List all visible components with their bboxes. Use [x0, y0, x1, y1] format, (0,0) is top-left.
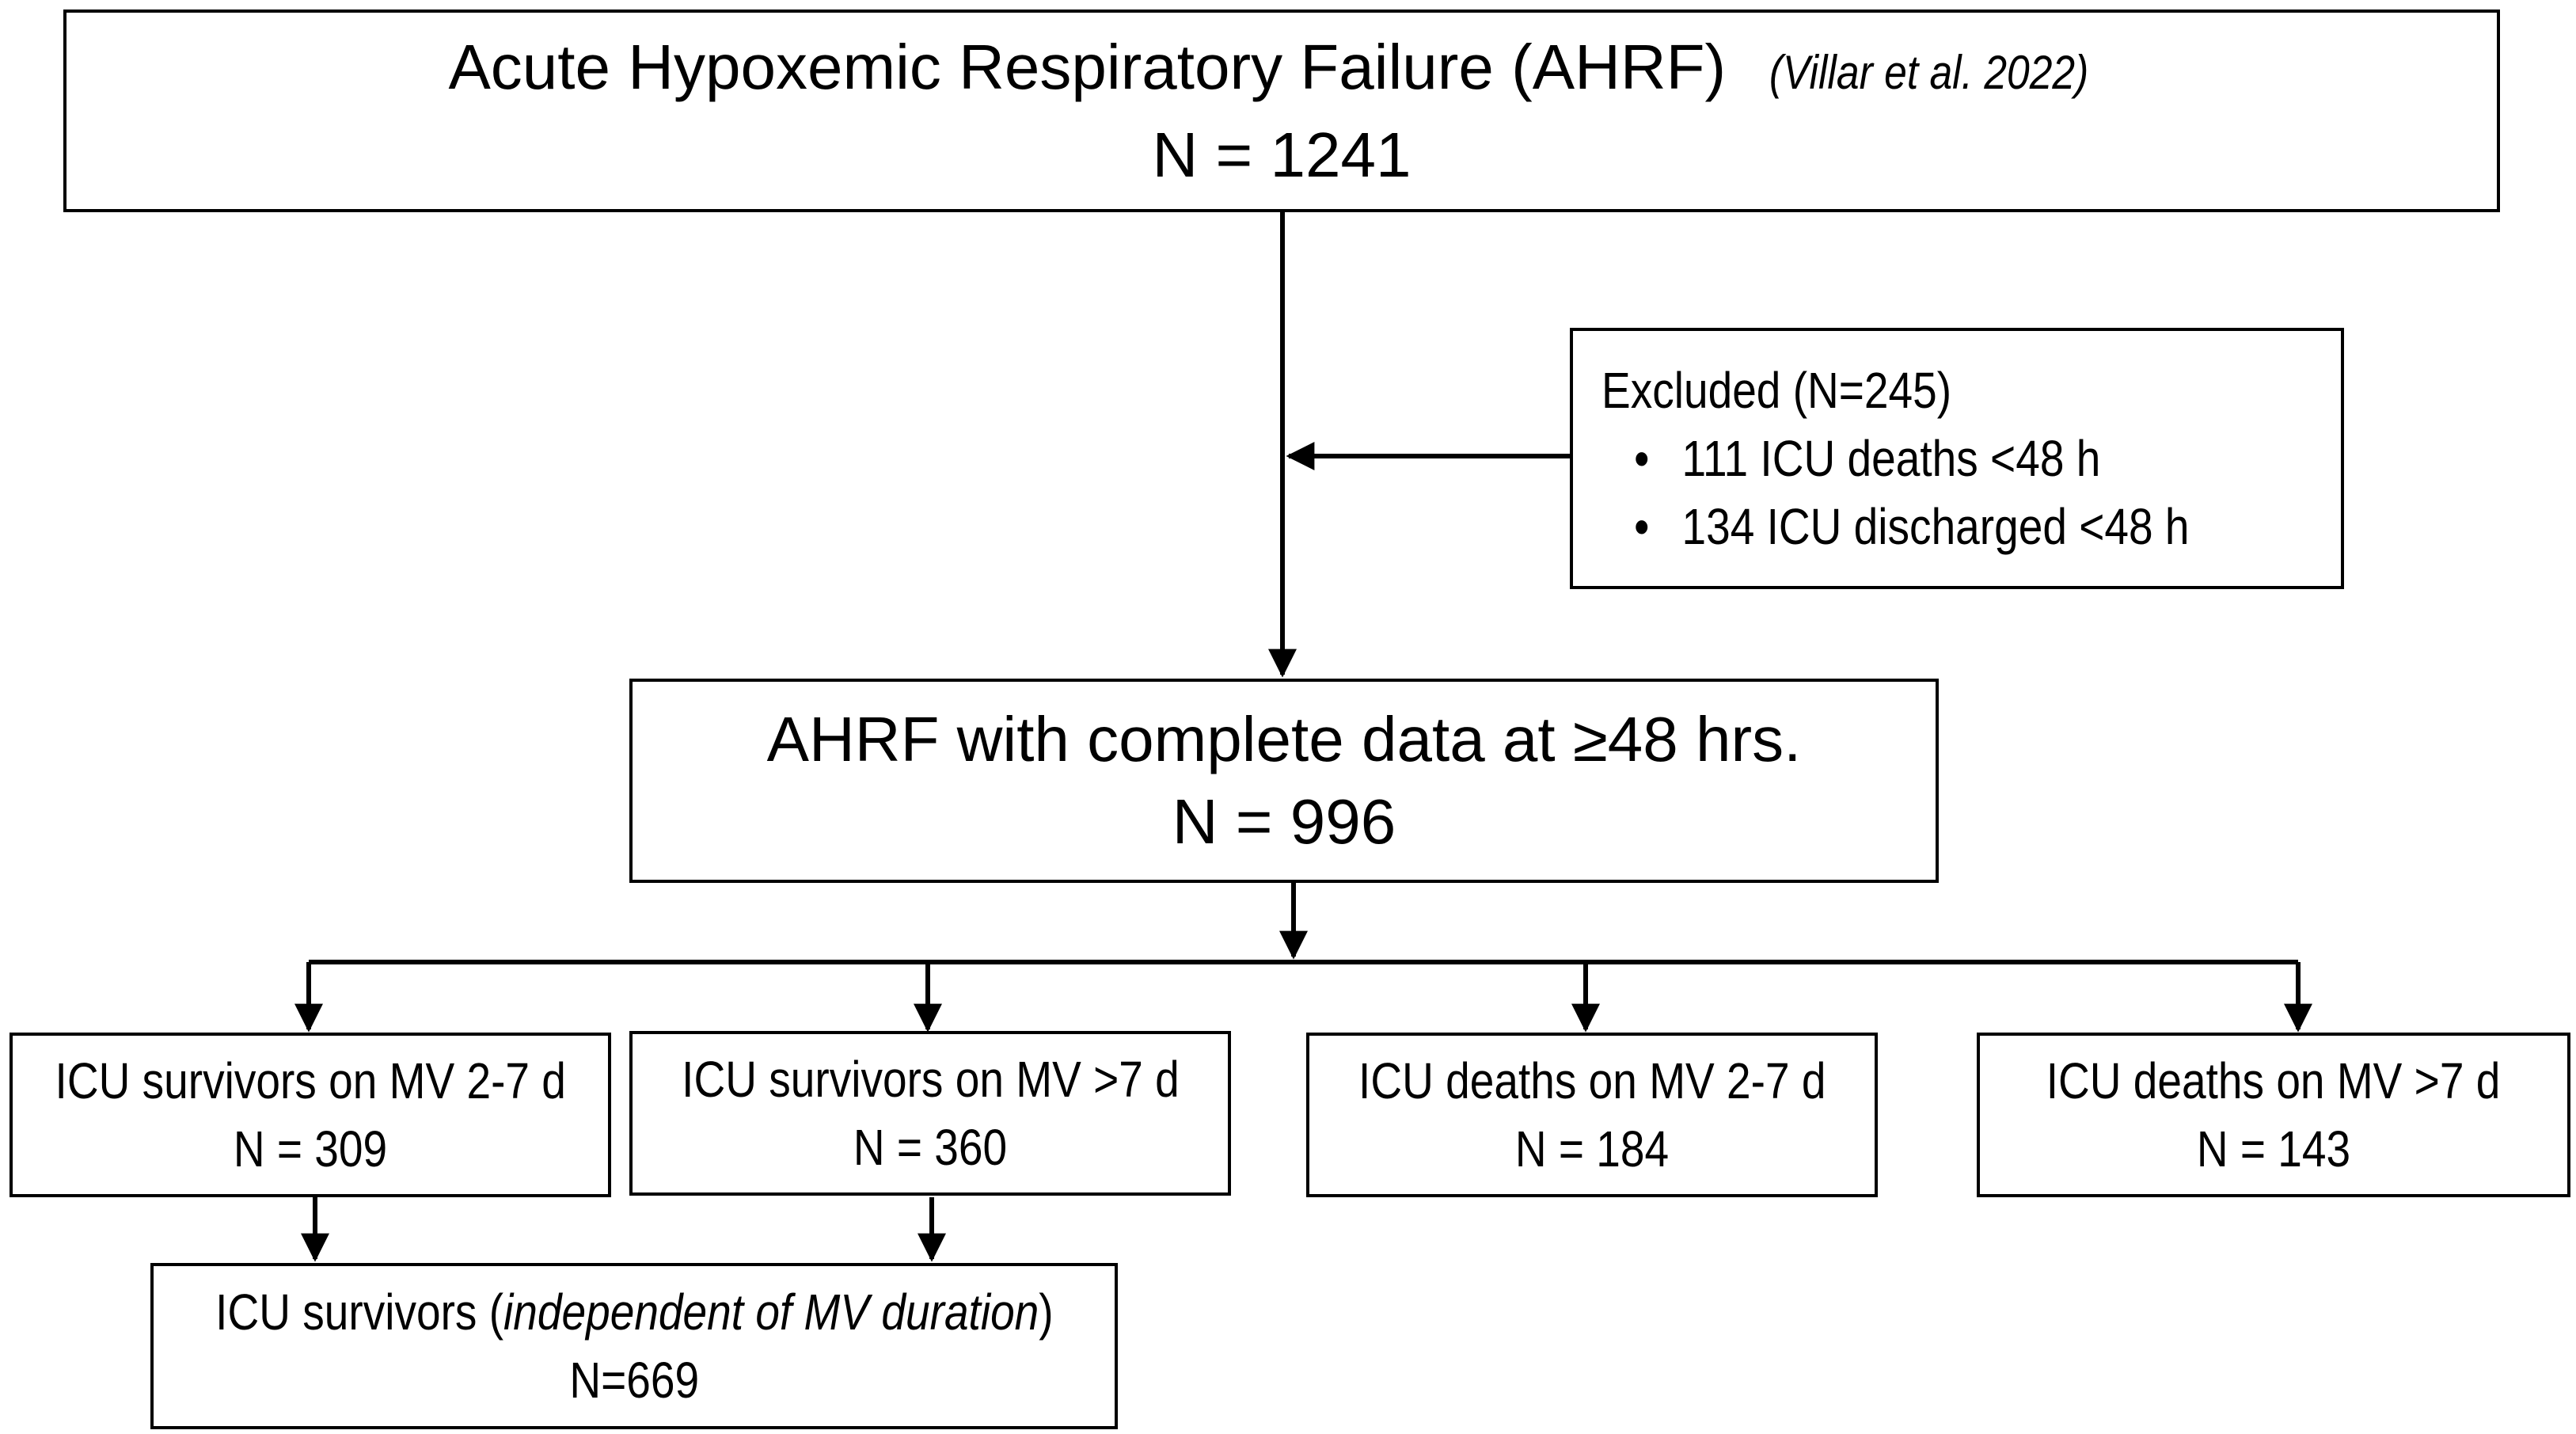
group-n: N = 184 [1514, 1120, 1670, 1177]
bullet-icon: • [1634, 498, 1650, 555]
survivors-label-italic: independent of MV duration [503, 1284, 1039, 1341]
top-title-line: Acute Hypoxemic Respiratory Failure (AHR… [448, 26, 2114, 114]
complete-data-box: AHRF with complete data at ≥48 hrs. N = … [629, 679, 1939, 883]
excluded-item-2: •134 ICU discharged <48 h [1601, 493, 2189, 561]
excluded-item-1: •111 ICU deaths <48 h [1601, 424, 2100, 493]
complete-title: AHRF with complete data at ≥48 hrs. [766, 704, 1802, 774]
survivors-n: N=669 [569, 1352, 699, 1409]
survivors-label: ICU survivors (independent of MV duratio… [215, 1284, 1054, 1341]
group-label: ICU survivors on MV 2-7 d [55, 1052, 566, 1109]
group-label: ICU deaths on MV 2-7 d [1358, 1052, 1826, 1109]
bullet-icon: • [1634, 430, 1650, 487]
group-box-deaths-gt7: ICU deaths on MV >7 d N = 143 [1977, 1033, 2570, 1197]
survivors-combined-box: ICU survivors (independent of MV duratio… [150, 1263, 1118, 1429]
top-title: Acute Hypoxemic Respiratory Failure (AHR… [448, 31, 1727, 102]
top-box: Acute Hypoxemic Respiratory Failure (AHR… [63, 10, 2500, 212]
group-label: ICU survivors on MV >7 d [681, 1051, 1180, 1108]
group-n: N = 143 [2196, 1120, 2351, 1177]
excluded-box: Excluded (N=245) •111 ICU deaths <48 h •… [1570, 328, 2344, 589]
top-n: N = 1241 [1152, 119, 1411, 190]
excluded-heading: Excluded (N=245) [1601, 362, 1952, 419]
group-n: N = 360 [853, 1119, 1008, 1176]
group-label: ICU deaths on MV >7 d [2046, 1052, 2501, 1109]
complete-n: N = 996 [1172, 786, 1396, 857]
top-citation: (Villar et al. 2022) [1769, 45, 2089, 99]
group-n: N = 309 [233, 1120, 388, 1177]
group-box-survivors-gt7: ICU survivors on MV >7 d N = 360 [629, 1031, 1231, 1196]
group-box-deaths-2-7: ICU deaths on MV 2-7 d N = 184 [1306, 1033, 1878, 1197]
group-box-survivors-2-7: ICU survivors on MV 2-7 d N = 309 [9, 1033, 611, 1197]
